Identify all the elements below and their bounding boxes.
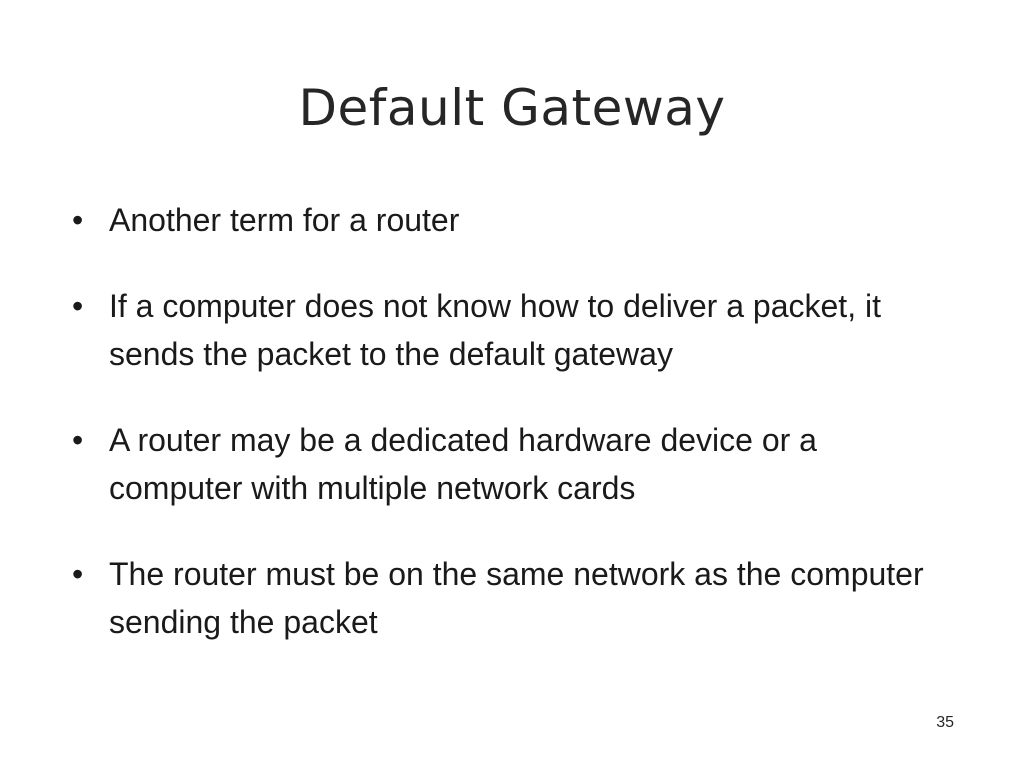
bullet-text: The router must be on the same network a… <box>109 556 924 640</box>
bullet-item: • A router may be a dedicated hardware d… <box>70 416 950 512</box>
bullet-icon: • <box>72 288 84 324</box>
page-number: 35 <box>936 714 954 731</box>
bullet-item: • Another term for a router <box>70 196 950 244</box>
bullet-text: Another term for a router <box>109 202 460 238</box>
bullet-item: • The router must be on the same network… <box>70 550 950 646</box>
bullet-icon: • <box>72 556 84 592</box>
bullet-text: A router may be a dedicated hardware dev… <box>109 422 817 506</box>
bullet-icon: • <box>72 202 84 238</box>
slide-title: Default Gateway <box>298 79 726 137</box>
bullet-text: If a computer does not know how to deliv… <box>109 288 881 372</box>
bullet-item: • If a computer does not know how to del… <box>70 282 950 378</box>
bullet-icon: • <box>72 422 84 458</box>
bullet-list: • Another term for a router • If a compu… <box>70 196 950 684</box>
